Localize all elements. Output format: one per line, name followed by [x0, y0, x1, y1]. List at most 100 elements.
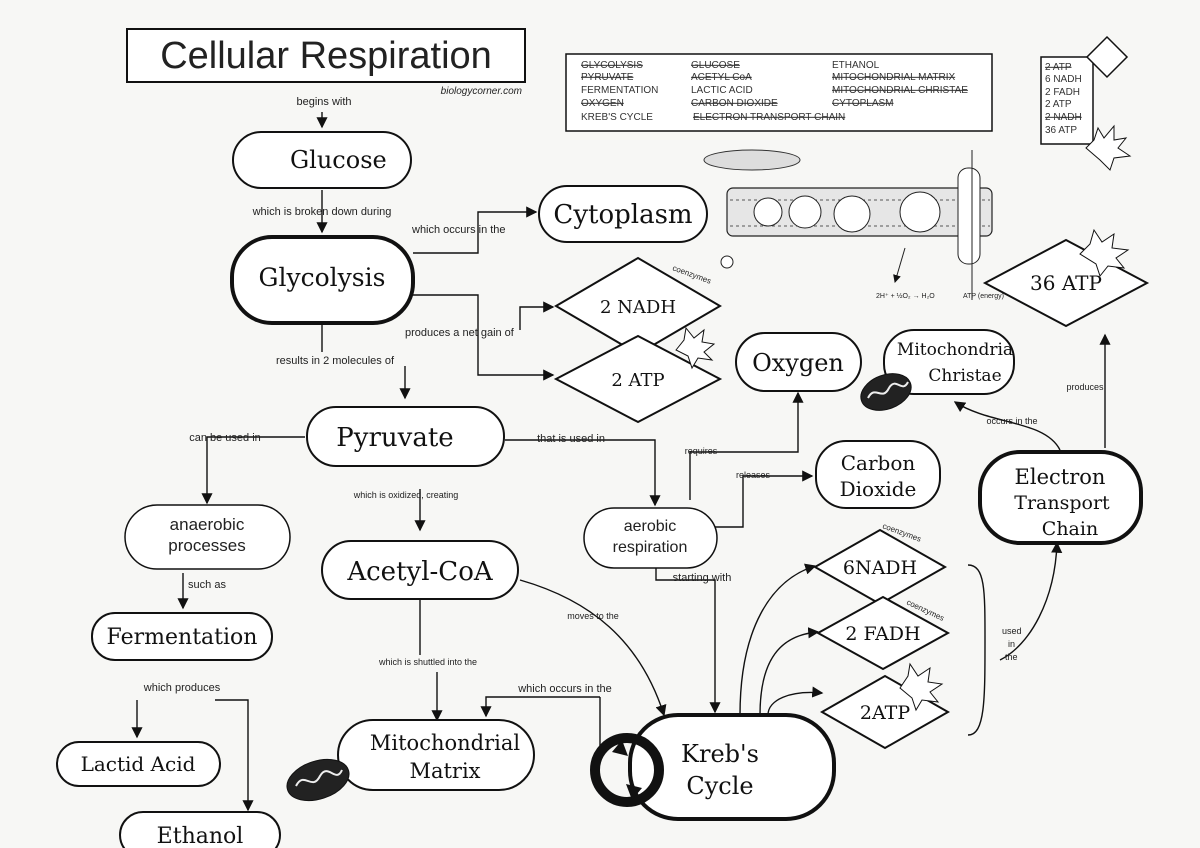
node-label: Kreb's: [681, 740, 759, 768]
node-label: 2 FADH: [845, 623, 920, 645]
node-label: Christae: [928, 366, 1001, 386]
burst-icon: [675, 326, 716, 370]
membrane-reaction-label: 2H⁺ + ½O₂ → H₂O: [876, 292, 935, 300]
node-label: Glycolysis: [259, 263, 386, 292]
node-label: Glucose: [290, 146, 387, 174]
node-fermentation: Fermentation: [91, 612, 273, 661]
link-requires: requires: [685, 446, 718, 456]
node-label: 2 NADH: [600, 297, 676, 318]
node-pyruvate: Pyruvate: [306, 406, 505, 467]
node-2atp-glycolysis: 2 ATP: [553, 326, 723, 424]
node-lactic-acid: Lactid Acid: [56, 741, 221, 787]
link-occurs-1: which occurs in the: [411, 224, 506, 236]
node-label: Mitochondria: [897, 340, 1013, 360]
node-oxygen: Oxygen: [735, 332, 862, 392]
node-2fadh: 2 FADH: [815, 595, 951, 671]
word-bank-item: ETHANOL: [832, 60, 880, 71]
node-label: respiration: [613, 539, 688, 556]
node-2atp-krebs: 2ATP: [819, 662, 951, 750]
link-suchas: such as: [188, 579, 226, 591]
node-label: Pyruvate: [336, 423, 453, 453]
title-box: [126, 28, 526, 83]
link-gain: produces a net gain of: [405, 327, 515, 339]
link-oxidized: which is oxidized, creating: [353, 490, 459, 500]
burst-icon: [899, 662, 944, 712]
word-bank-item: KREB'S CYCLE: [581, 112, 653, 123]
membrane-illustration: 2H⁺ + ½O₂ → H₂O ATP (energy): [703, 149, 1004, 300]
node-label: Lactid Acid: [81, 752, 196, 776]
diamond-key: [1085, 35, 1129, 79]
node-label: 2 ATP: [611, 370, 664, 391]
atp-bank-item: 36 ATP: [1045, 125, 1077, 136]
page-title: Cellular Respiration: [160, 35, 492, 77]
node-label: Mitochondrial: [370, 731, 520, 755]
node-label: Acetyl-CoA: [346, 557, 494, 587]
node-label: Ethanol: [157, 824, 244, 848]
node-label: Carbon: [841, 451, 916, 475]
node-mitochondria-cristae: Mitochondria Christae: [860, 329, 1015, 411]
node-glucose: Glucose: [232, 131, 412, 189]
word-bank-item: PYRUVATE: [581, 72, 634, 83]
word-bank-item: MITOCHONDRIAL MATRIX: [832, 72, 955, 83]
membrane-label-blob: [703, 149, 801, 171]
link-produces-2: produces: [1066, 382, 1104, 392]
node-label: 2ATP: [860, 702, 910, 724]
node-label: Electron: [1015, 465, 1106, 489]
link-starting: starting with: [673, 572, 732, 584]
word-bank-item: MITOCHONDRIAL CHRISTAE: [832, 85, 968, 96]
node-label: anaerobic: [170, 515, 245, 534]
node-aerobic: aerobic respiration: [583, 507, 718, 569]
burst-icon: [1085, 124, 1132, 171]
link-produces-1: which produces: [143, 682, 221, 694]
link-shuttled: which is shuttled into the: [378, 657, 477, 667]
node-36atp: 36 ATP: [982, 228, 1150, 328]
node-label: Matrix: [409, 759, 480, 783]
node-label: Chain: [1042, 518, 1098, 540]
link-occurs-3: occurs in the: [986, 416, 1037, 426]
node-acetyl-coa: Acetyl-CoA: [321, 540, 519, 600]
word-bank-item: ACETYL CoA: [691, 72, 752, 83]
node-label: Cytoplasm: [553, 200, 692, 230]
node-anaerobic: anaerobic processes: [124, 504, 291, 570]
membrane-atp-label: ATP (energy): [963, 293, 1004, 300]
atp-bank-item: 2 ATP: [1045, 99, 1072, 110]
node-cytoplasm: Cytoplasm: [538, 185, 708, 243]
node-label: Dioxide: [840, 477, 917, 501]
node-glycolysis: Glycolysis: [230, 235, 415, 325]
link-used-in: in: [1008, 639, 1015, 649]
word-bank-item: CARBON DIOXIDE: [691, 98, 778, 109]
word-bank-item: CYTOPLASM: [832, 98, 894, 109]
node-carbon-dioxide: Carbon Dioxide: [815, 440, 941, 509]
node-label: aerobic: [624, 518, 676, 535]
word-bank-item: LACTIC ACID: [691, 85, 753, 96]
node-label: Cycle: [686, 772, 753, 800]
link-results: results in 2 molecules of: [276, 355, 395, 367]
node-label: Oxygen: [752, 349, 844, 377]
connectors: [131, 112, 1111, 812]
link-broken: which is broken down during: [252, 206, 392, 218]
node-label: 36 ATP: [1030, 271, 1102, 295]
word-bank-item: ELECTRON TRANSPORT CHAIN: [693, 112, 845, 123]
link-occurs-2: which occurs in the: [517, 683, 612, 695]
node-label: Transport: [1014, 492, 1110, 514]
node-ethanol: Ethanol: [119, 811, 281, 848]
node-mitochondrial-matrix: Mitochondrial Matrix: [286, 719, 535, 802]
node-2nadh: 2 NADH: [554, 256, 722, 356]
node-label: processes: [168, 536, 245, 555]
node-krebs-cycle: Kreb's Cycle: [590, 713, 836, 821]
credit: biologycorner.com: [441, 86, 522, 97]
word-bank: GLYCOLYSIS GLUCOSE ETHANOL PYRUVATE ACET…: [565, 53, 993, 132]
atp-bank-item: 6 NADH: [1045, 74, 1082, 85]
node-6nadh: 6NADH: [812, 528, 948, 606]
burst-icon: [1079, 228, 1130, 278]
atp-bank-item: 2 FADH: [1045, 87, 1080, 98]
link-releases: releases: [736, 470, 771, 480]
cycle-icon: [590, 733, 664, 807]
word-bank-item: OXYGEN: [581, 98, 624, 109]
link-canbe: can be used in: [189, 432, 261, 444]
word-bank-item: GLYCOLYSIS: [581, 60, 643, 71]
atp-bank-item: 2 ATP: [1045, 62, 1072, 73]
node-label: 6NADH: [843, 557, 917, 579]
